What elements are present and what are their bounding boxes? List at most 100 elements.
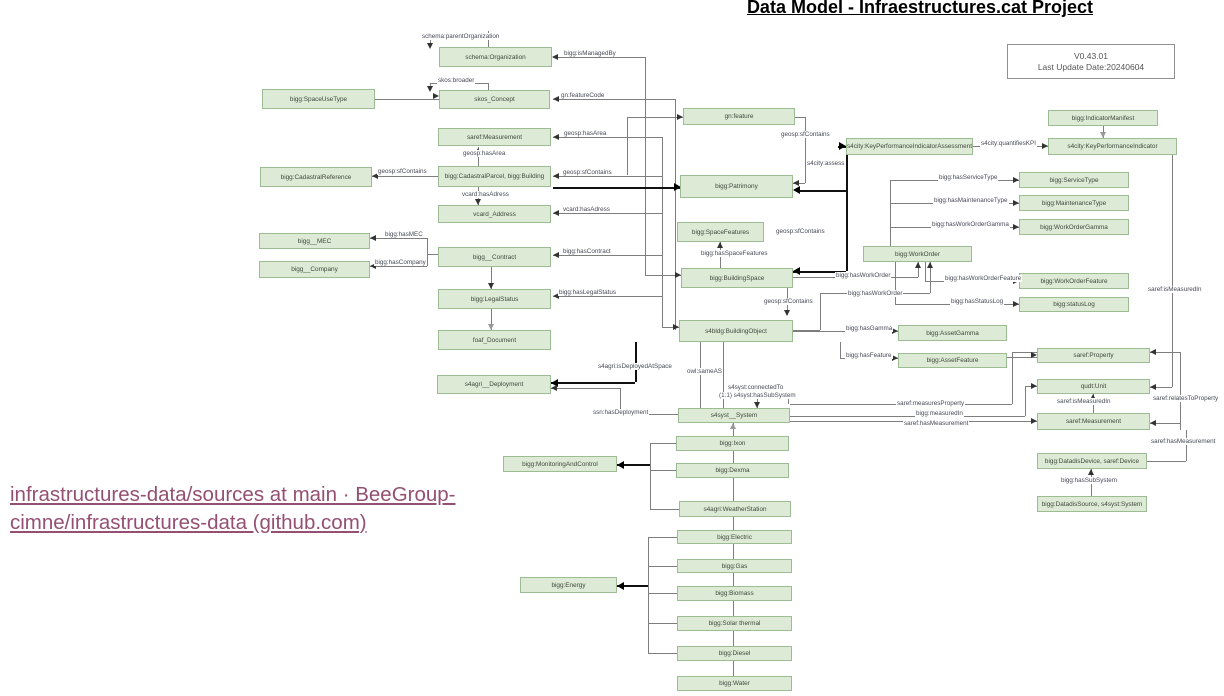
connector-line bbox=[491, 309, 492, 330]
connector-line bbox=[645, 275, 681, 276]
arrowhead bbox=[372, 173, 378, 179]
edge-label: geosp:hasArea bbox=[563, 130, 608, 137]
edge-label: bigg:hasWorkOrder bbox=[847, 290, 904, 297]
connector-line bbox=[733, 423, 734, 676]
connector-line bbox=[627, 117, 683, 118]
connector-line bbox=[553, 176, 662, 177]
node-foaf-document: foaf_Document bbox=[438, 330, 551, 350]
node-skos-concept: skos_Concept bbox=[439, 90, 550, 109]
edge-label: saref:hasMeasurement bbox=[1150, 438, 1217, 445]
arrowhead bbox=[673, 324, 679, 330]
connector-line bbox=[1150, 352, 1180, 353]
connector-line bbox=[793, 183, 805, 184]
edge-label: bigg:hasSpaceFeatures bbox=[700, 250, 769, 257]
connector-line bbox=[553, 99, 675, 100]
node-bigg-ixon: bigg:Ixon bbox=[676, 436, 789, 451]
connector-line bbox=[650, 509, 679, 510]
edge-label: bigg:hasMEC bbox=[384, 231, 424, 238]
arrowhead bbox=[1013, 177, 1019, 183]
connector-line bbox=[553, 255, 662, 256]
node-bigg-energy: bigg:Energy bbox=[520, 577, 617, 593]
arrowhead bbox=[553, 293, 559, 299]
arrowhead bbox=[892, 355, 898, 361]
arrowhead bbox=[793, 267, 800, 275]
diagram-title: Data Model - Infraestructures.cat Projec… bbox=[746, 0, 1094, 17]
edge-label: bigg:hasMaintenanceType bbox=[933, 197, 1009, 204]
node-s4agri-weatherstation: s4agri:WeatherStation bbox=[679, 501, 791, 517]
node-bigg-statuslog: bigg:statusLog bbox=[1019, 297, 1129, 312]
connector-line bbox=[723, 342, 724, 408]
connector-line bbox=[650, 443, 676, 444]
node-schema-organization: schema:Organization bbox=[439, 47, 552, 67]
node-bigg-legalstatus: bigg:LegalStatus bbox=[438, 289, 551, 309]
edge-label: bigg:hasGamma bbox=[845, 325, 894, 332]
arrowhead bbox=[793, 180, 799, 186]
connector-line bbox=[846, 146, 848, 271]
edge-label: ssn:hasDeployment bbox=[592, 409, 650, 416]
node-bigg-servicetype: bigg:ServiceType bbox=[1019, 172, 1129, 188]
edge-label: saref:relatesToProperty bbox=[1152, 395, 1220, 402]
arrowhead bbox=[1042, 143, 1048, 149]
node-bigg-maintenancetype: bigg:MaintenanceType bbox=[1019, 195, 1129, 211]
connector-line bbox=[553, 137, 662, 138]
connector-line bbox=[620, 388, 621, 414]
connector-line bbox=[788, 398, 789, 404]
node-bigg-indicatormanifest: bigg:IndicatorManifest bbox=[1048, 110, 1158, 126]
connector-line bbox=[930, 262, 931, 293]
edge-label: bigg:hasWorkOrderFeature bbox=[944, 275, 1023, 282]
connector-line bbox=[635, 342, 637, 382]
github-link[interactable]: infrastructures-data/sources at main · B… bbox=[10, 481, 456, 536]
connector-line bbox=[551, 382, 635, 384]
node-s4agri-deployment: s4agri__Deployment bbox=[437, 375, 551, 394]
node-bigg-datadissource: bigg:DatadisSource, s4syst:System bbox=[1037, 496, 1147, 512]
edge-label: bigg:hasServiceType bbox=[938, 174, 999, 181]
connector-line bbox=[662, 137, 663, 327]
github-link-line2[interactable]: cimne/infrastructures-data (github.com) bbox=[10, 510, 367, 534]
node-saref-measurement-top: saref:Measurement bbox=[438, 128, 551, 146]
edge-label: bigg:hasSubSystem bbox=[1060, 477, 1119, 484]
github-link-line1[interactable]: infrastructures-data/sources at main · B… bbox=[10, 483, 456, 506]
connector-line bbox=[1007, 357, 1037, 358]
connector-line bbox=[430, 39, 431, 45]
node-bigg-electric: bigg:Electric bbox=[677, 530, 792, 544]
connector-line bbox=[662, 327, 679, 328]
arrowhead bbox=[370, 235, 376, 241]
connector-line bbox=[1180, 352, 1181, 430]
arrowhead bbox=[370, 263, 376, 269]
connector-line bbox=[1012, 352, 1013, 404]
arrowhead bbox=[839, 142, 846, 150]
arrowhead bbox=[1090, 394, 1096, 400]
edge-label: bigg:hasContract bbox=[562, 248, 612, 255]
arrowhead bbox=[553, 252, 559, 258]
arrowhead bbox=[488, 324, 494, 330]
edge-label: vcard:hasAdress bbox=[562, 206, 611, 213]
arrowhead bbox=[1100, 132, 1106, 138]
version-number: V0.43.01 bbox=[1073, 50, 1109, 61]
node-bigg-buildingspace: bigg:BuildingSpace bbox=[681, 268, 793, 288]
edge-label: skos:broader bbox=[437, 77, 476, 84]
node-saref-measurement: saref:Measurement bbox=[1037, 413, 1150, 430]
edge-label: geosp:hasArea bbox=[462, 150, 507, 157]
edge-label: saref:isMeasuredIn bbox=[1147, 286, 1203, 293]
edge-label: geosp:sfContains bbox=[780, 131, 831, 138]
connector-line bbox=[488, 83, 489, 90]
edge-label: bigg:measuredIn bbox=[915, 410, 964, 417]
arrowhead bbox=[915, 262, 921, 268]
arrowhead bbox=[784, 310, 790, 316]
connector-line bbox=[840, 342, 841, 358]
connector-line bbox=[925, 262, 926, 281]
connector-line bbox=[430, 83, 431, 88]
arrowhead bbox=[1013, 200, 1019, 206]
connector-line bbox=[375, 99, 439, 100]
connector-line bbox=[370, 266, 427, 267]
connector-line bbox=[1012, 352, 1037, 353]
edge-label: bigg:isManagedBy bbox=[563, 50, 617, 57]
connector-line bbox=[1186, 430, 1187, 461]
connector-line bbox=[675, 99, 676, 330]
edge-label: saref:measuresProperty bbox=[896, 400, 966, 407]
connector-line bbox=[648, 537, 677, 538]
edge-label: s4city:quantifiesKPI bbox=[980, 140, 1037, 147]
node-bigg-contract: bigg__Contract bbox=[438, 247, 551, 267]
node-qudt-unit: qudt:Unit bbox=[1037, 379, 1150, 394]
edge-label: (1:1) s4syst:hasSubSystem bbox=[718, 392, 797, 399]
